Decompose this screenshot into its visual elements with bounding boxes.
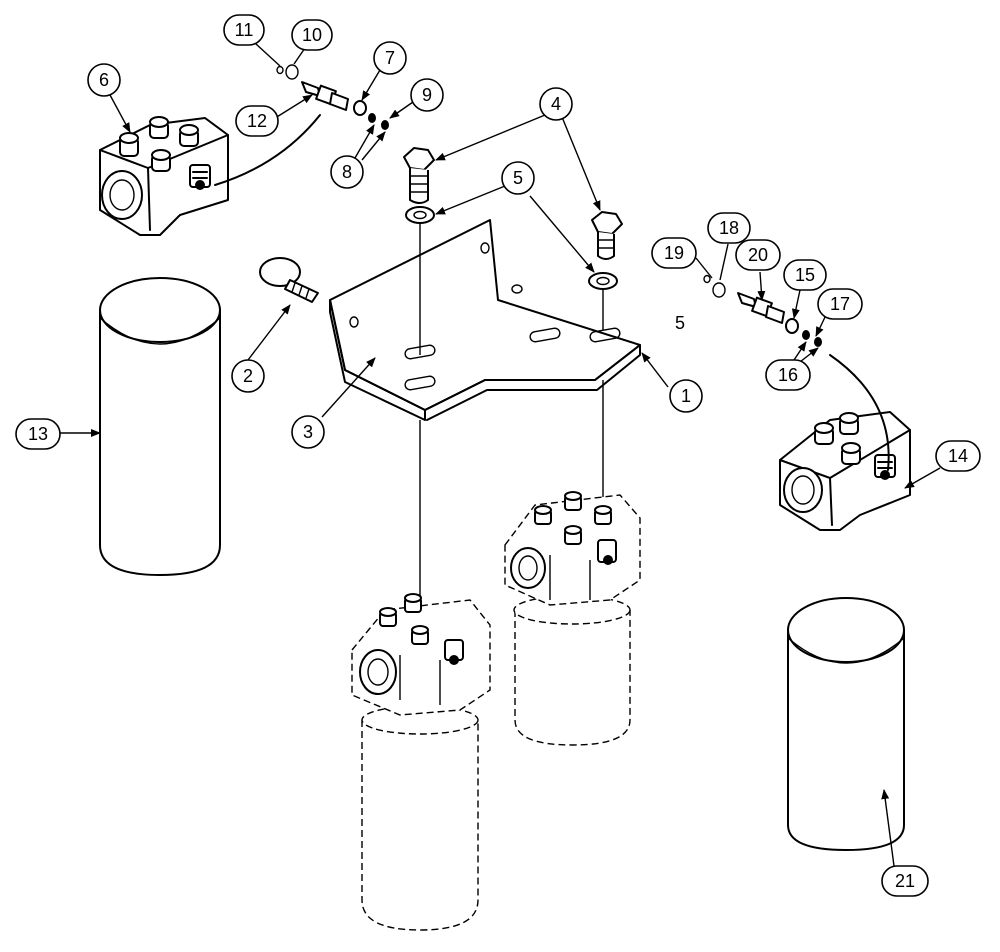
callout-label: 15: [795, 265, 815, 285]
nut-part-17: [814, 337, 822, 347]
o-ring-part-11: [276, 65, 284, 75]
callout-label: 2: [243, 366, 253, 386]
callout-12: 12: [235, 105, 279, 137]
o-ring-part-19: [703, 274, 711, 284]
callout-label: 19: [664, 243, 684, 263]
callout-label: 14: [948, 446, 968, 466]
o-ring-part-18: [712, 282, 726, 298]
callout-10: 10: [291, 19, 333, 51]
washer-part-15: [785, 318, 799, 334]
callout-label: 17: [830, 294, 850, 314]
washer-part-7: [353, 100, 367, 116]
mounting-bracket-part-1: [329, 219, 641, 421]
filter-head-part-6: [99, 114, 321, 236]
callout-label: 21: [895, 871, 915, 891]
callout-label: 5: [513, 168, 523, 188]
callout-label: 20: [748, 245, 768, 265]
callout-5: 5: [501, 161, 535, 195]
callout-label: 18: [719, 218, 739, 238]
callout-14: 14: [935, 440, 981, 472]
callout-11: 11: [223, 14, 265, 46]
plain-label-5: 5: [675, 313, 685, 333]
washer-part-5-right: [588, 272, 618, 290]
callout-9: 9: [410, 78, 444, 112]
callout-label: 13: [28, 424, 48, 444]
filter-element-part-21: [787, 597, 905, 851]
nut-part-8a: [368, 113, 376, 123]
callout-2: 2: [231, 359, 265, 393]
filter-element-part-13: [99, 277, 221, 576]
assembled-filter-ghost-left: [351, 593, 491, 931]
callout-3: 3: [291, 415, 325, 449]
sender-part-20: [737, 292, 785, 324]
callout-6: 6: [87, 63, 121, 97]
bolt-part-4-right: [591, 211, 623, 260]
callout-19: 19: [651, 237, 697, 269]
callout-label: 16: [778, 365, 798, 385]
callout-20: 20: [735, 239, 781, 271]
callout-label: 12: [247, 111, 267, 131]
bolt-part-2: [259, 257, 319, 303]
callout-label: 10: [302, 25, 322, 45]
callout-13: 13: [15, 418, 61, 450]
callout-label: 4: [551, 94, 561, 114]
callout-label: 8: [342, 162, 352, 182]
assembled-filter-ghost-right: [504, 491, 641, 746]
sender-part-12: [301, 81, 349, 111]
nut-part-16: [802, 330, 810, 340]
callout-label: 3: [303, 422, 313, 442]
bolt-part-4-left: [403, 147, 435, 204]
washer-part-5-left: [405, 206, 435, 224]
callout-21: 21: [881, 865, 929, 897]
callout-label: 1: [681, 386, 691, 406]
nut-part-9: [381, 120, 389, 130]
filter-head-part-14: [779, 354, 911, 531]
callout-18: 18: [707, 212, 751, 244]
callout-label: 6: [99, 70, 109, 90]
callout-label: 7: [385, 48, 395, 68]
o-ring-part-10: [285, 64, 299, 80]
callout-15: 15: [783, 259, 827, 291]
callout-8: 8: [330, 155, 364, 189]
callout-label: 9: [422, 85, 432, 105]
callout-7: 7: [373, 41, 407, 75]
callout-17: 17: [817, 288, 863, 320]
callout-4: 4: [539, 87, 573, 121]
callout-16: 16: [765, 359, 811, 391]
callout-label: 11: [235, 20, 254, 40]
callout-1: 1: [669, 379, 703, 413]
